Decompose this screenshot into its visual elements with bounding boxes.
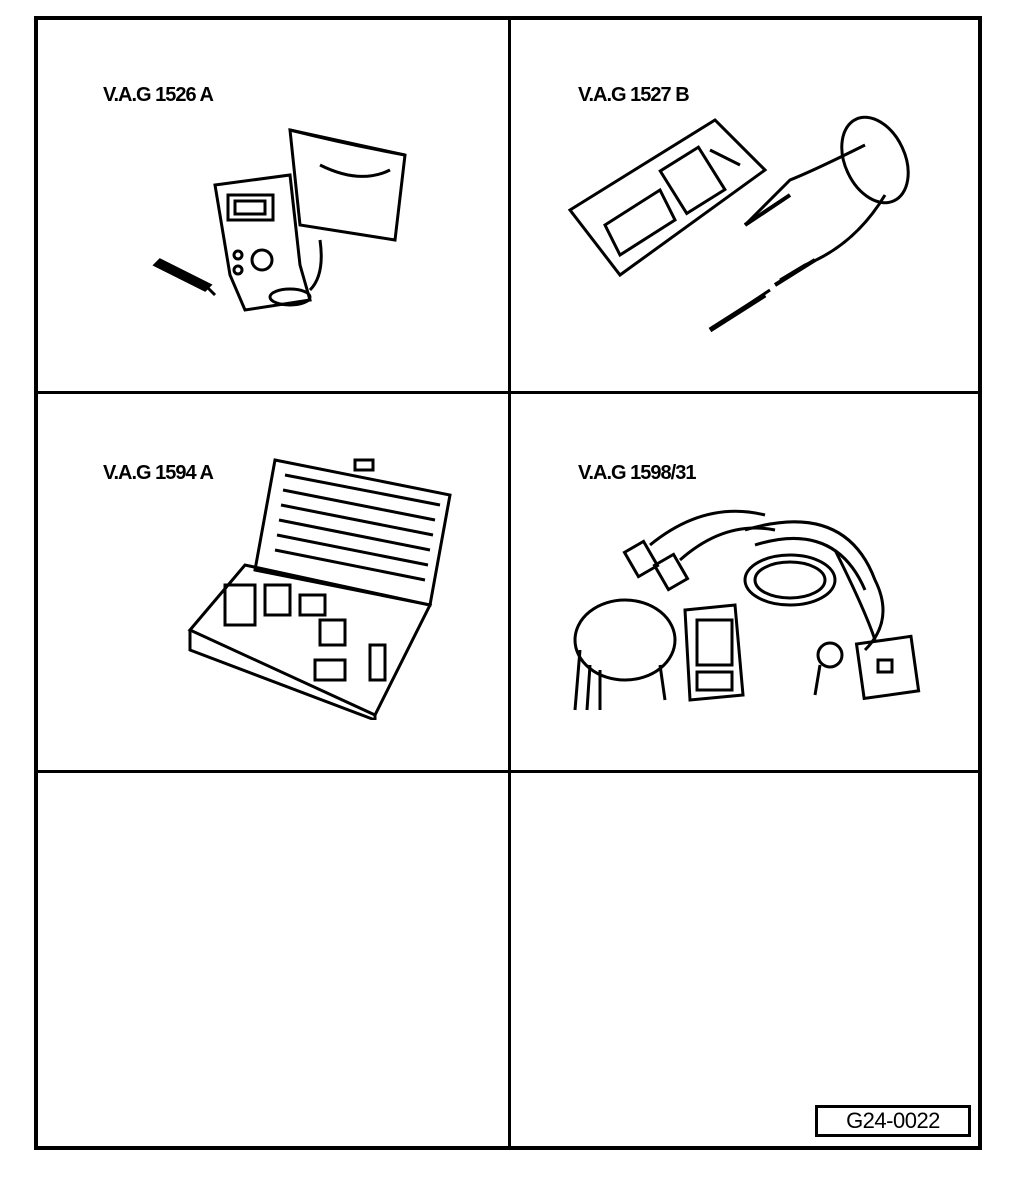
tool-label-1526a: V.A.G 1526 A — [103, 84, 214, 106]
multimeter-leads-illustration — [565, 115, 920, 340]
figure-code: G24-0022 — [846, 1108, 940, 1133]
tool-label-1594a: V.A.G 1594 A — [103, 462, 214, 484]
tool-label-1598-31: V.A.G 1598/31 — [578, 462, 696, 484]
vertical-divider — [508, 16, 511, 1150]
test-box-cables-illustration — [565, 490, 930, 715]
adapter-set-illustration — [185, 455, 455, 720]
figure-code-box: G24-0022 — [815, 1105, 971, 1137]
horizontal-divider-2 — [34, 770, 982, 773]
horizontal-divider-1 — [34, 391, 982, 394]
multimeter-illustration — [150, 125, 420, 320]
tool-label-1527b: V.A.G 1527 B — [578, 84, 690, 106]
